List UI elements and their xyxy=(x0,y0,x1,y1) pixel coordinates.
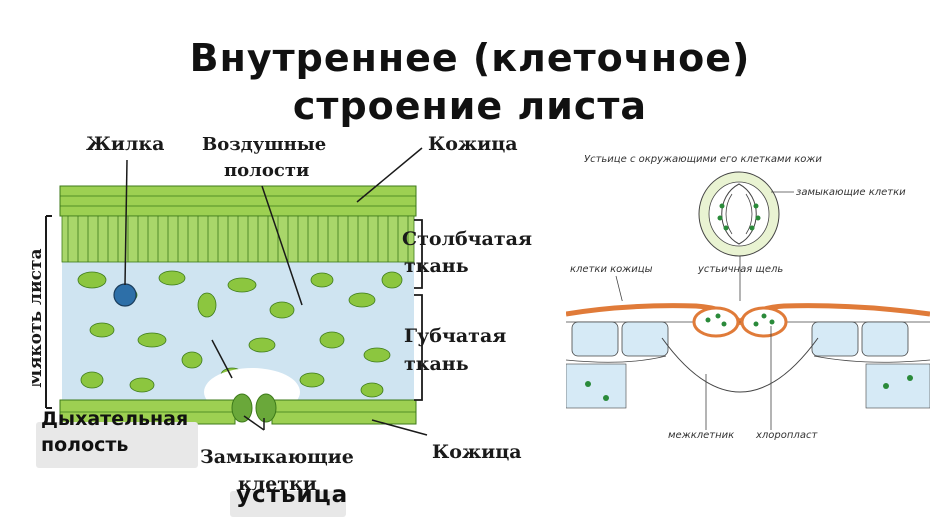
label-skin-top: Кожица xyxy=(428,133,518,155)
lower-epidermis xyxy=(59,399,417,425)
label-palisade-2: ткань xyxy=(404,255,469,277)
label-chloroplast: хлоропласт xyxy=(755,430,818,441)
label-air-cavities-2: полости xyxy=(224,160,309,181)
label-skin-bottom: Кожица xyxy=(432,441,522,463)
label-spongy-1: Губчатая xyxy=(404,325,506,347)
stoma-cross-section xyxy=(566,301,930,411)
label-leaf-pulp: Мякоть листа xyxy=(32,249,46,388)
label-vein: Жилка xyxy=(86,133,164,155)
palisade-tissue xyxy=(61,215,415,263)
guard-cell-left xyxy=(231,393,253,423)
guard-cell-right xyxy=(255,393,277,423)
stoma-diagram: Устьице с окружающими его клетками кожи … xyxy=(566,154,930,441)
label-skin-cells: клетки кожицы xyxy=(570,264,653,275)
vein-bundle xyxy=(113,283,137,307)
label-intercellular: межклетник xyxy=(668,430,734,441)
page-title-line1: Внутреннее (клеточное) xyxy=(189,36,751,80)
stoma-diagram-title: Устьице с окружающими его клетками кожи xyxy=(584,154,822,165)
stoma-label: устьица xyxy=(236,482,349,508)
label-air-cavities-1: Воздушные xyxy=(202,134,326,155)
label-guard-cells-1: Замыкающие xyxy=(200,446,354,468)
stoma-top-view xyxy=(698,171,780,257)
upper-epidermis xyxy=(59,185,417,217)
breathing-cavity-label-box xyxy=(36,422,198,468)
label-spongy-2: ткань xyxy=(404,353,469,375)
page-title-line2: строение листа xyxy=(292,84,648,128)
stoma-label-box xyxy=(230,491,346,517)
leaf-cross-section-diagram: Жилка Воздушные полости Кожица Столбчата… xyxy=(32,130,544,508)
breathing-cavity-label: Дыхательная полость xyxy=(41,408,189,456)
label-guard-cells-2: клетки xyxy=(238,473,317,495)
label-guard-cells-right: замыкающие клетки xyxy=(796,187,906,198)
label-palisade-1: Столбчатая xyxy=(402,228,532,250)
